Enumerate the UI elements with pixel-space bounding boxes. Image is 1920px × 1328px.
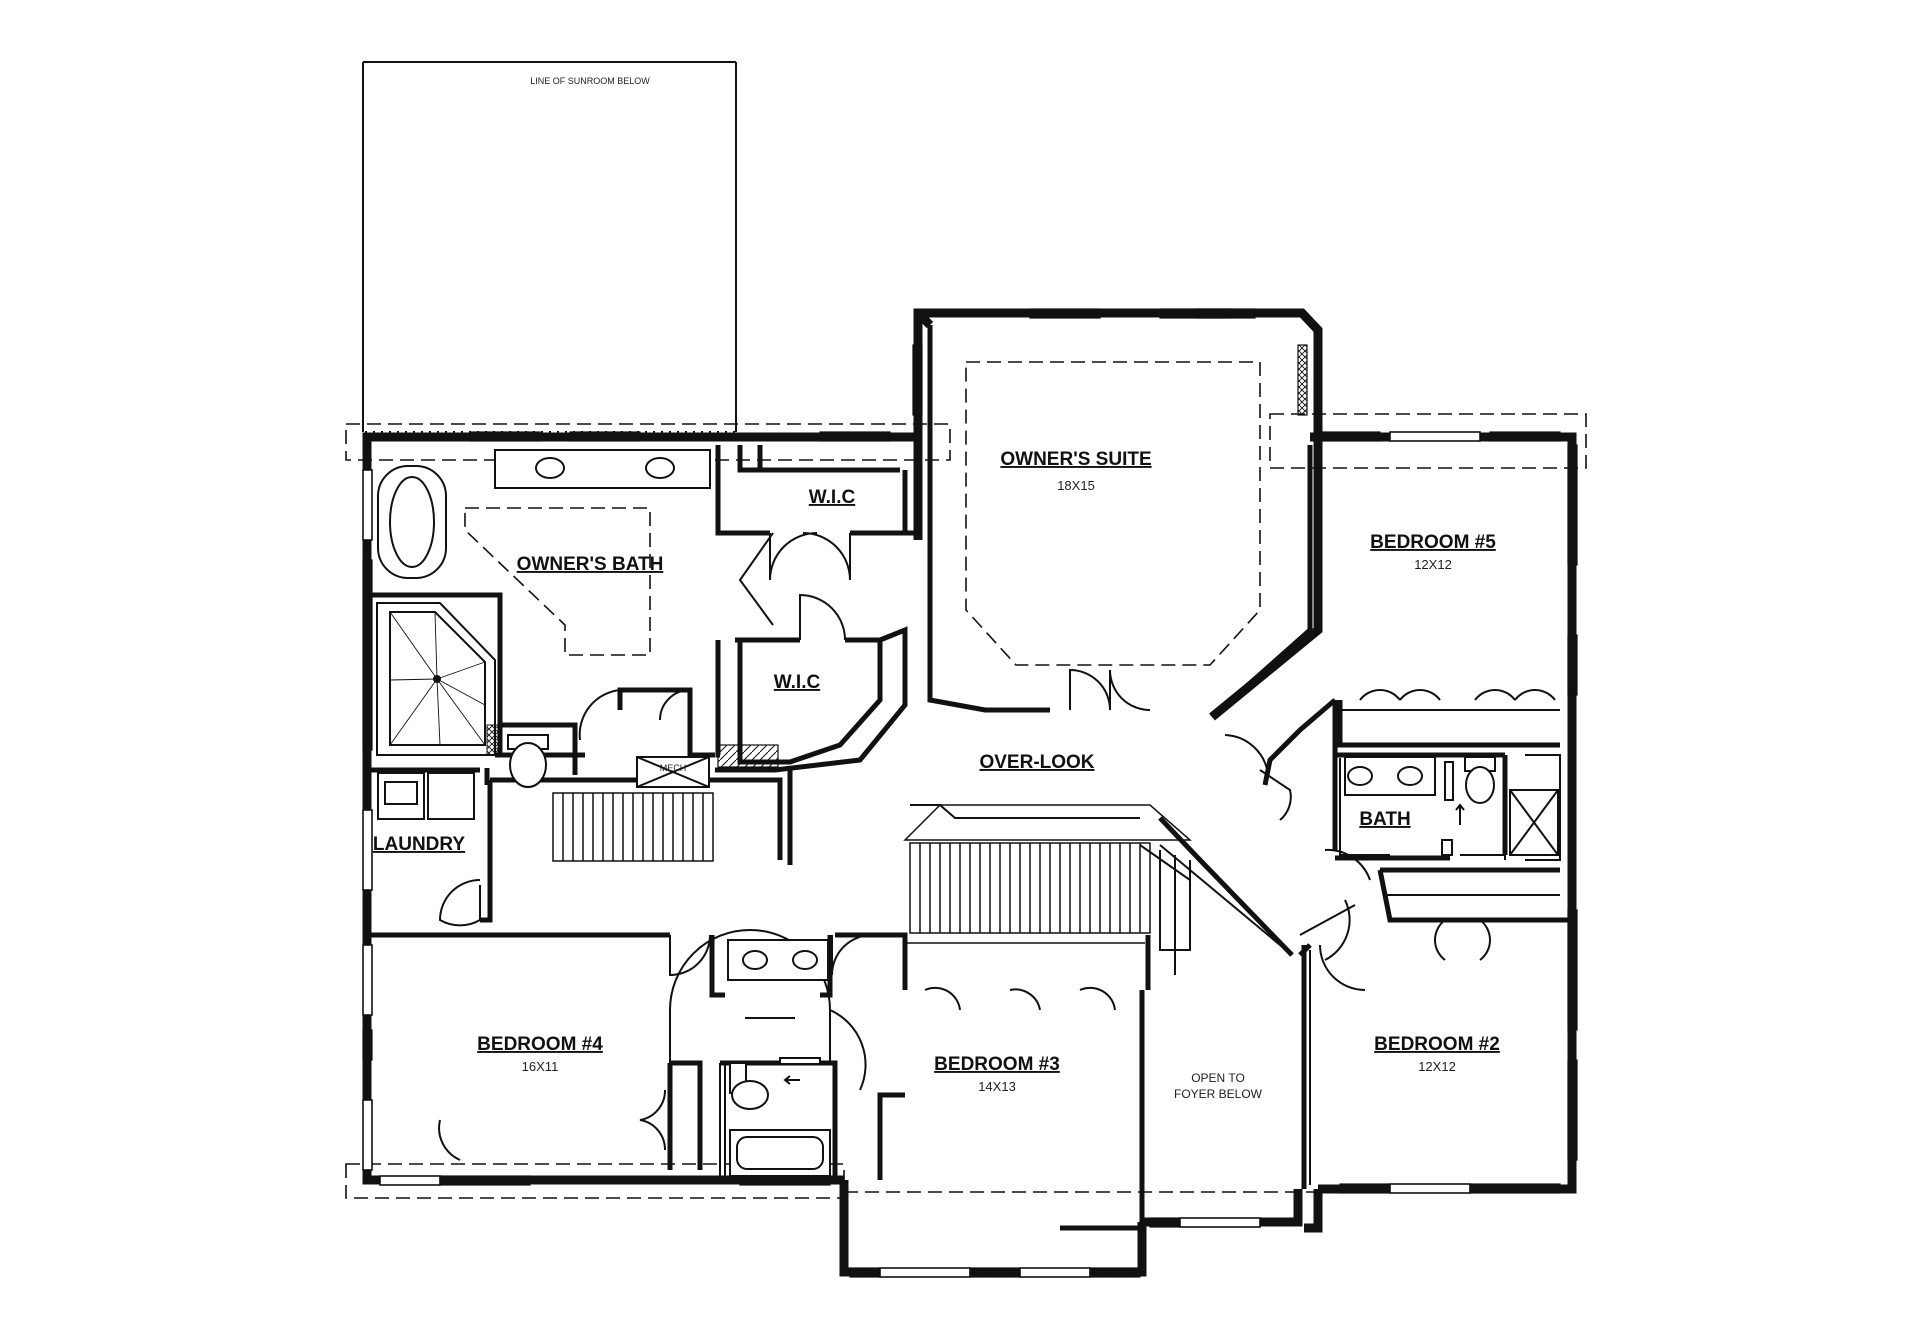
doors xyxy=(438,532,1556,1161)
label-owners-suite: OWNER'S SUITE xyxy=(1000,449,1151,470)
label-bedroom-4: BEDROOM #4 xyxy=(477,1034,603,1055)
label-foyer-below: FOYER BELOW xyxy=(1174,1087,1263,1101)
dim-bedroom-2: 12X12 xyxy=(1418,1059,1456,1074)
sunroom-note: LINE OF SUNROOM BELOW xyxy=(530,76,650,86)
windows xyxy=(362,308,1578,1278)
label-bath: BATH xyxy=(1359,809,1410,830)
dim-bedroom-4: 16X11 xyxy=(522,1059,559,1074)
label-bedroom-2: BEDROOM #2 xyxy=(1374,1034,1500,1055)
label-open-to: OPEN TO xyxy=(1191,1071,1245,1085)
label-laundry: LAUNDRY xyxy=(373,834,466,855)
dim-owners-suite: 18X15 xyxy=(1057,478,1095,493)
label-wic-lower: W.I.C xyxy=(774,672,821,693)
interior-walls xyxy=(367,445,1570,1231)
room-labels: OWNER'S SUITE 18X15 OWNER'S BATH W.I.C W… xyxy=(373,449,1500,1101)
sunroom-outline xyxy=(362,61,737,433)
dim-bedroom-5: 12X12 xyxy=(1414,557,1452,572)
fixtures xyxy=(376,449,1559,1177)
stair-overlook xyxy=(903,804,1192,944)
label-bedroom-3: BEDROOM #3 xyxy=(934,1054,1060,1075)
stair-upper xyxy=(552,792,714,862)
label-over-look: OVER-LOOK xyxy=(979,752,1094,773)
label-mech: MECH xyxy=(660,763,687,773)
label-owners-bath: OWNER'S BATH xyxy=(517,554,664,575)
label-bedroom-5: BEDROOM #5 xyxy=(1370,532,1496,553)
dim-bedroom-3: 14X13 xyxy=(978,1079,1016,1094)
label-wic-upper: W.I.C xyxy=(809,487,856,508)
